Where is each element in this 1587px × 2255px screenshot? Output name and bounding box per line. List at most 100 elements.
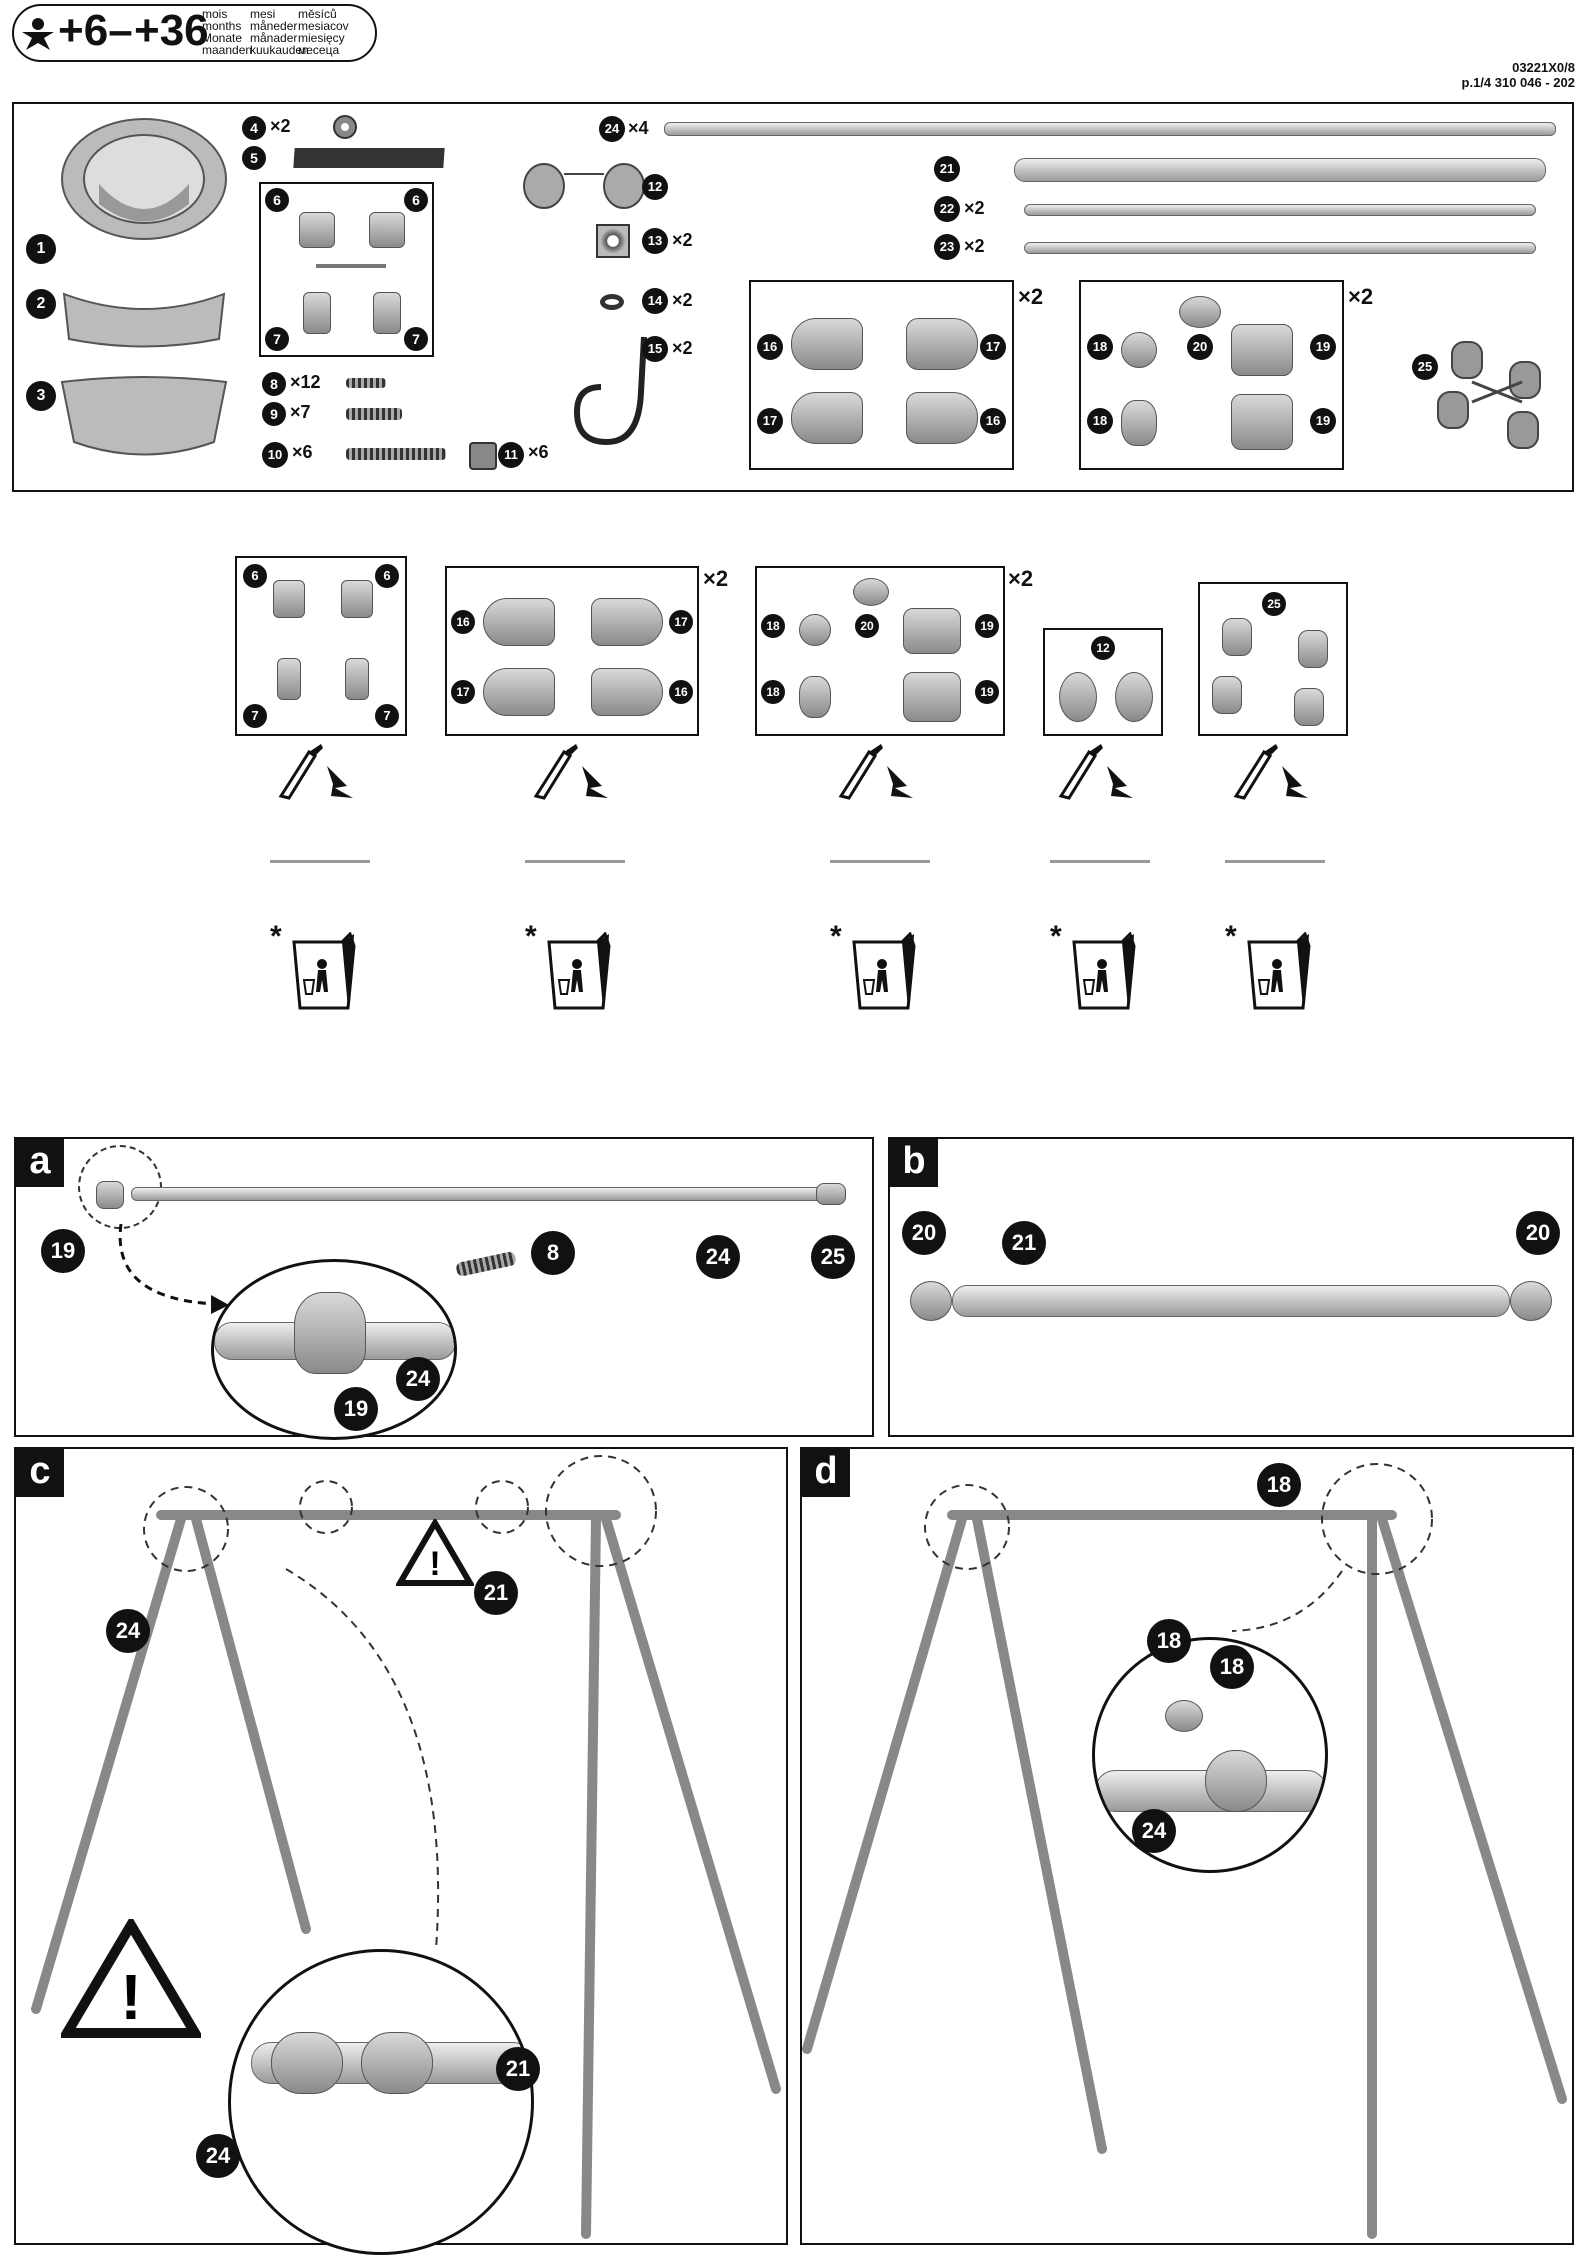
part-number-badge: 8 xyxy=(262,372,286,396)
connector-part xyxy=(369,212,405,248)
bin-note-marker: * xyxy=(525,920,537,953)
part-number-badge: 12 xyxy=(1091,636,1115,660)
part-number-badge: 23 xyxy=(934,234,960,260)
svg-text:!: ! xyxy=(429,1545,440,1583)
part-number-badge: 3 xyxy=(26,381,56,411)
part-number-badge: 17 xyxy=(757,408,783,434)
seat-bottom-illustration xyxy=(60,376,228,456)
part-number-badge: 6 xyxy=(404,188,428,212)
tube-plug-part xyxy=(1212,676,1242,714)
part-number-badge: 6 xyxy=(265,188,289,212)
part-number-badge: 17 xyxy=(669,610,693,634)
ring-part xyxy=(853,578,889,606)
part-number-badge: 12 xyxy=(642,174,668,200)
step-label: a xyxy=(16,1139,64,1187)
sprue-leftover xyxy=(525,860,625,863)
joint-detail xyxy=(1165,1700,1203,1732)
part-quantity: ×2 xyxy=(964,236,985,256)
header-ref-code: 03221X0/8 xyxy=(1512,60,1575,75)
part-number-badge: 20 xyxy=(1187,334,1213,360)
part-number-badge: 17 xyxy=(451,680,475,704)
part-quantity: ×7 xyxy=(290,402,311,422)
joint-part xyxy=(799,676,831,718)
set-quantity: ×2 xyxy=(703,566,729,591)
knife-icon xyxy=(1058,744,1133,800)
part-number-badge: 4 xyxy=(242,116,266,140)
part-number-badge: 18 xyxy=(1087,408,1113,434)
part-number-badge: 20 xyxy=(902,1211,946,1255)
part-number-badge: 20 xyxy=(855,614,879,638)
sprue-leftover xyxy=(830,860,930,863)
part-number-badge: 25 xyxy=(1262,592,1286,616)
part-number-badge: 18 xyxy=(1257,1463,1301,1507)
sprue-leftover xyxy=(270,860,370,863)
foot-cap-part xyxy=(591,598,663,646)
months-word: måneder xyxy=(250,19,298,33)
part-number-badge: 24 xyxy=(1132,1809,1176,1853)
connector-part xyxy=(373,292,401,334)
part-number-badge: 7 xyxy=(404,327,428,351)
cross-tube-illustration xyxy=(1024,204,1536,216)
leg-tube-illustration xyxy=(131,1187,833,1201)
bracket-detail xyxy=(294,1292,366,1374)
strip-illustration xyxy=(293,148,445,168)
months-word: maanden xyxy=(202,43,253,57)
ring-part xyxy=(1179,296,1221,328)
nut-illustration xyxy=(333,115,357,139)
trash-bin-icon xyxy=(1072,932,1136,1010)
parts-6-7-frame: 6 6 7 7 xyxy=(259,182,434,357)
months-word: měsíců xyxy=(298,7,337,21)
joint-part xyxy=(799,614,831,646)
part-number-badge: 16 xyxy=(980,408,1006,434)
part-number-badge: 7 xyxy=(265,327,289,351)
bracket-detail xyxy=(1205,1750,1267,1812)
knife-icon xyxy=(838,744,913,800)
ring-part xyxy=(1510,1281,1552,1321)
bracket-part xyxy=(903,608,961,654)
months-word: months xyxy=(202,19,242,33)
foot-cap-part xyxy=(906,318,978,370)
sprue-set-16-17: 16 17 17 16 xyxy=(445,566,699,736)
tube-plug-part xyxy=(1222,618,1252,656)
part-number-badge: 16 xyxy=(451,610,475,634)
bin-note-marker: * xyxy=(1050,920,1062,953)
part-number-badge: 11 xyxy=(498,442,524,468)
months-word: miesięcy xyxy=(298,31,345,45)
months-col-1: mois months Monate maanden xyxy=(202,8,252,56)
part-quantity: ×6 xyxy=(292,442,313,462)
part-number-badge: 8 xyxy=(531,1231,575,1275)
part-number-badge: 10 xyxy=(262,442,288,468)
part-quantity: ×6 xyxy=(528,442,549,462)
set-quantity: ×2 xyxy=(1018,284,1044,309)
screw-illustration xyxy=(346,408,402,420)
end-caps-illustration xyxy=(523,163,645,209)
part-number-badge: 21 xyxy=(496,2047,540,2091)
tube-plug-part xyxy=(1298,630,1328,668)
bracket-part xyxy=(1231,394,1293,450)
part-number-badge: 9 xyxy=(262,402,286,426)
part-number-badge: 21 xyxy=(934,156,960,182)
bracket-part xyxy=(903,672,961,722)
sprue-set-6-7: 6 6 7 7 xyxy=(235,556,407,736)
part-quantity: ×2 xyxy=(672,290,693,310)
part-number-badge: 18 xyxy=(761,614,785,638)
part-quantity: ×12 xyxy=(290,372,321,392)
callout-path xyxy=(118,1223,229,1314)
parts-list-panel: 1 2 3 4 ×2 5 6 6 7 7 8 ×12 9 ×7 10 ×6 11… xyxy=(12,102,1574,492)
header-page-ref: p.1/4 310 046 - 202 xyxy=(1461,75,1575,90)
trash-bin-icon xyxy=(292,932,356,1010)
bracket-part xyxy=(96,1181,124,1209)
joint-part xyxy=(1121,400,1157,446)
part-number-badge: 20 xyxy=(1516,1211,1560,1255)
ring-part xyxy=(910,1281,952,1321)
age-from: +6– xyxy=(58,6,133,55)
part-number-badge: 7 xyxy=(375,704,399,728)
detail-zoom-circle xyxy=(1092,1637,1328,1873)
front-bar-illustration xyxy=(62,292,226,348)
part-number-badge: 19 xyxy=(334,1387,378,1431)
sprue-set-25: 25 xyxy=(1198,582,1348,736)
part-number-badge: 18 xyxy=(761,680,785,704)
part-number-badge: 18 xyxy=(1210,1645,1254,1689)
part-number-badge: 16 xyxy=(757,334,783,360)
lock-nut-illustration xyxy=(596,224,630,258)
